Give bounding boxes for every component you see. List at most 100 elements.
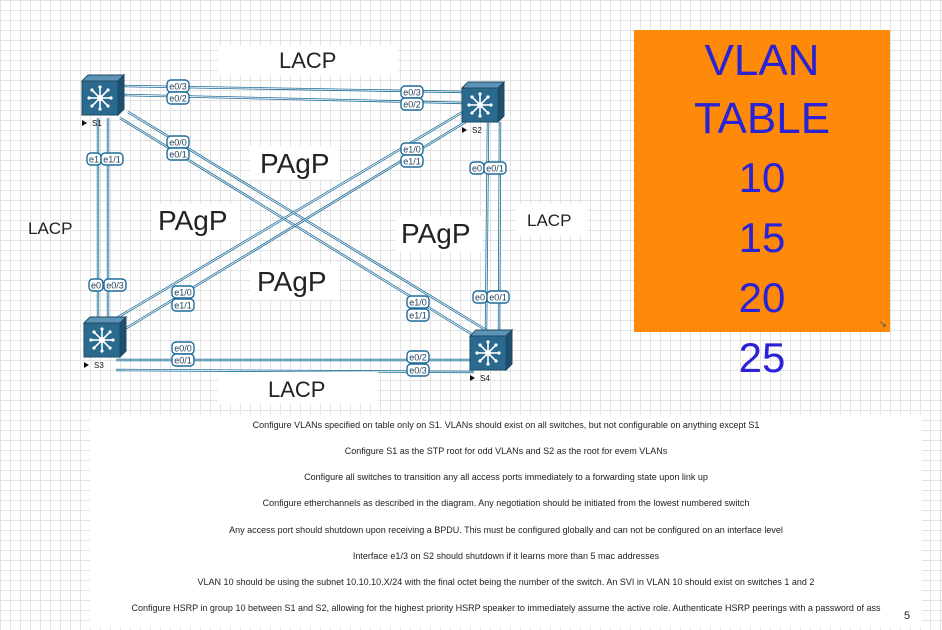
port-label: e0/2	[403, 100, 421, 110]
port-label: e0	[475, 293, 485, 303]
vlan-row: 15	[738, 214, 786, 261]
arrow-head	[87, 96, 91, 100]
port-label: e0/3	[106, 281, 124, 291]
port-badge	[400, 97, 424, 111]
arrow-head	[100, 327, 104, 331]
arrow-head	[467, 103, 471, 107]
note-line: Configure all switches to transition any…	[304, 472, 708, 482]
port-label: e0/1	[486, 164, 504, 174]
vlan-table: VLAN TABLE 10 15 20 25 ↘	[634, 30, 890, 381]
arrow-head	[89, 338, 93, 342]
switch-hub	[99, 337, 105, 343]
switch-hub	[477, 102, 483, 108]
label-backdrop-top	[218, 45, 398, 75]
switch-label: S1	[92, 119, 102, 128]
port-label: e0/3	[409, 366, 427, 376]
port-label: e0/1	[174, 356, 192, 366]
arrow-head	[98, 85, 102, 89]
task-notes: Configure VLANs specified on table only …	[90, 415, 922, 627]
vlan-row: 10	[738, 154, 786, 201]
link-label-center-top: PAgP	[260, 148, 330, 179]
port-badge	[406, 308, 430, 322]
port-badge	[400, 154, 424, 168]
switch-top	[82, 316, 128, 324]
port-badge	[171, 353, 195, 367]
switch-hub	[97, 95, 103, 101]
port-badge	[486, 290, 510, 304]
link-label-right: LACP	[527, 211, 572, 230]
vlan-table-title: VLAN TABLE	[693, 36, 831, 143]
note-line: Configure S1 as the STP root for odd VLA…	[344, 446, 668, 456]
port-label: e1/1	[103, 155, 121, 165]
port-badge	[171, 285, 195, 299]
arrow-head	[100, 349, 104, 353]
port-badge	[406, 295, 430, 309]
arrow-head	[108, 346, 112, 350]
play-icon	[84, 362, 89, 368]
label-backdrop-center-right	[396, 216, 482, 252]
play-icon	[470, 375, 475, 381]
port-label: e0/3	[169, 82, 187, 92]
switch-side	[505, 328, 513, 372]
port-label: e0/0	[169, 138, 187, 148]
arrow-head	[497, 351, 501, 355]
port-label: e1/0	[409, 298, 427, 308]
play-icon	[82, 120, 87, 126]
port-label: e0/2	[169, 94, 187, 104]
port-badge	[100, 152, 124, 166]
arrow-head	[494, 359, 498, 363]
note-line: Interface e1/3 on S2 should shutdown if …	[352, 551, 660, 561]
port-label: e1/1	[174, 301, 192, 311]
note-line: Configure etherchannels as described in …	[262, 498, 750, 508]
page-number: 5	[904, 610, 911, 622]
note-line: Any access port should shutdown upon rec…	[229, 525, 783, 535]
port-label: e1/1	[403, 157, 421, 167]
switch-side	[119, 315, 127, 359]
label-backdrop-bottom	[218, 372, 378, 404]
arrow-head	[470, 111, 474, 115]
port-label: e0/3	[403, 88, 421, 98]
play-icon	[462, 127, 467, 133]
arrow-head	[108, 330, 112, 334]
port-label: e1/1	[409, 311, 427, 321]
arrow-head	[109, 96, 113, 100]
port-label: e1/0	[174, 288, 192, 298]
vlan-row: 20	[738, 274, 786, 321]
port-label: e0/1	[169, 150, 187, 160]
switch-s3: S3	[82, 315, 128, 370]
link-label-center-bottom: PAgP	[257, 266, 327, 297]
switch-s4: S4	[468, 328, 514, 383]
switch-top	[460, 81, 506, 89]
arrow-head	[486, 111, 490, 115]
arrow-head	[90, 104, 94, 108]
switch-top	[468, 329, 514, 337]
vlan-row: 25	[738, 334, 786, 381]
switch-label: S2	[472, 126, 482, 135]
arrow-head	[90, 88, 94, 92]
arrow-head	[494, 343, 498, 347]
switch-label: S4	[480, 374, 490, 383]
arrow-head	[92, 346, 96, 350]
switch-s1: S1	[80, 73, 126, 128]
switch-side	[497, 80, 505, 124]
arrow-head	[486, 340, 490, 344]
arrow-head	[486, 362, 490, 366]
arrow-head	[489, 103, 493, 107]
label-backdrop-center-top	[250, 146, 340, 180]
port-badge	[166, 91, 190, 105]
link-label-bottom: LACP	[268, 377, 326, 402]
port-badge	[171, 298, 195, 312]
port-label: e0/2	[409, 353, 427, 363]
switch-hub	[485, 350, 491, 356]
link-label-left: LACP	[28, 219, 73, 238]
resize-grip-icon[interactable]: ↘	[878, 319, 887, 330]
port-badge	[483, 161, 507, 175]
switch-top	[80, 74, 126, 82]
arrow-head	[478, 92, 482, 96]
port-badge	[103, 278, 127, 292]
arrow-head	[478, 343, 482, 347]
arrow-head	[92, 330, 96, 334]
link-label-top: LACP	[279, 48, 337, 73]
port-label: e0/0	[174, 344, 192, 354]
